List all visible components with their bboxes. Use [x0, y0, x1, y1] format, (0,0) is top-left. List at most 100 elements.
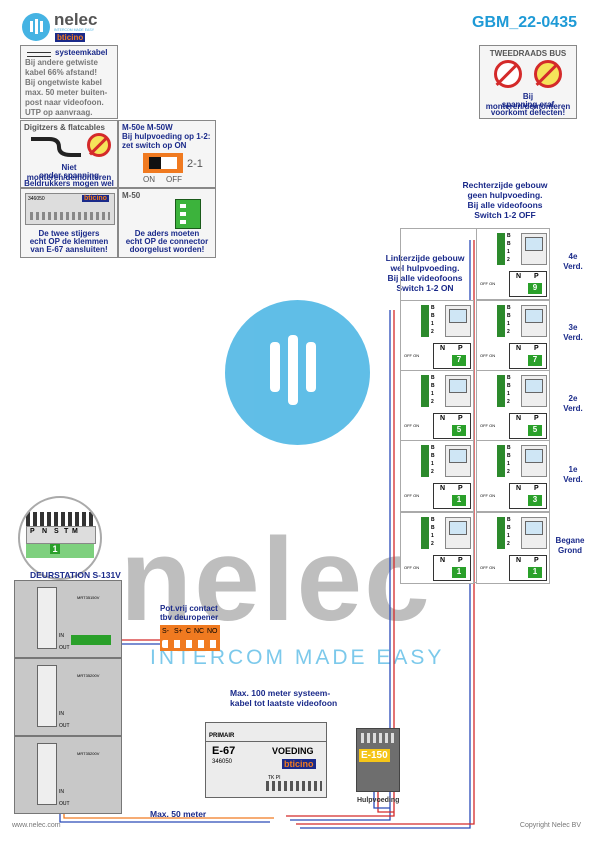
videophone-terminal [421, 445, 429, 477]
note-cable-line-3: Bij ongetwiste kabel [25, 78, 102, 87]
dip-switch-on: ON [143, 175, 155, 184]
videophone-terminal-label: 1 [431, 321, 434, 327]
power-supply-e67: PRIMAIR E-67 VOEDING 346050 bticino TK P… [205, 722, 327, 798]
note-digitizers-caption-3: Beldrukkers mogen wel [24, 179, 114, 188]
videophone-terminal-label: B [507, 517, 511, 523]
videophone-p-label: P [458, 557, 463, 564]
logo: nelec INTERCOM MADE EASY bticino [22, 10, 142, 44]
videophone-number: 9 [528, 283, 542, 294]
note-bus-caption-2: spanning eraf [501, 100, 555, 109]
videophone-p-label: P [534, 557, 539, 564]
no-plug-icon [494, 60, 522, 88]
cable-icon [27, 52, 51, 57]
note-cable-line-5: post naar videofoon. [25, 98, 104, 107]
videophone-monitor [445, 445, 471, 477]
left-building-line-3: Bij alle videofoons [387, 273, 463, 283]
videophone-terminal-label: B [507, 445, 511, 451]
videophone-terminal-label: 2 [507, 329, 510, 335]
flatcable-icon [29, 135, 84, 159]
videophone-number: 3 [528, 495, 542, 506]
dip-switch-label: 2-1 [187, 158, 203, 170]
videophone-terminal-label: 1 [507, 533, 510, 539]
contact-line-1: Pot.vrij contact [160, 604, 218, 613]
videophone-offon-switch: OFF ON [480, 565, 496, 570]
videophone-p-label: P [458, 345, 463, 352]
note-bus-caption-3: voorkomt defecten! [490, 108, 566, 117]
videophone-number: 7 [452, 355, 466, 366]
videophone-terminal-label: B [507, 233, 511, 239]
videophone-terminal [497, 375, 505, 407]
videophone-terminal-label: B [507, 525, 511, 531]
page-code: GBM_22-0435 [472, 14, 577, 31]
videophone-terminal-label: B [507, 241, 511, 247]
door-station: MRT35150V IN OUT MRT35200V IN OUT MRT352… [14, 580, 122, 815]
videophone-monitor [445, 375, 471, 407]
no-power-icon [534, 60, 562, 88]
videophone-offon-switch: OFF ON [404, 423, 420, 428]
videophone-offon-switch: OFF ON [480, 493, 496, 498]
dip-switch-off: OFF [166, 175, 182, 184]
keypad-detail: P N S T M 1 [18, 496, 102, 580]
videophone-terminal-label: B [431, 525, 435, 531]
note-cable-title: systeemkabel [55, 48, 108, 57]
videophone-p-label: P [458, 485, 463, 492]
videophone-terminal-label: B [507, 313, 511, 319]
videophone-terminal-label: 1 [507, 461, 510, 467]
floor-label-1-line-1: 1e [568, 465, 578, 474]
videophone-terminal-label: 1 [431, 391, 434, 397]
max100-line-2: kabel tot laatste videofoon [230, 698, 338, 708]
right-building-line-1: Rechterzijde gebouw [462, 180, 548, 190]
videophone-screen [449, 309, 467, 323]
videophone-p-label: P [458, 415, 463, 422]
videophone-terminal-label: B [507, 305, 511, 311]
videophone-n-label: N [440, 557, 446, 564]
videophone-monitor [521, 445, 547, 477]
floor-label-2-line-2: Verd. [563, 404, 583, 413]
videophone-monitor [521, 517, 547, 549]
videophone-n-label: N [440, 345, 446, 352]
videophone-n-label: N [516, 415, 522, 422]
videophone-terminal-label: B [507, 453, 511, 459]
max50: Max. 50 meter [150, 809, 207, 819]
videophone-screen [449, 379, 467, 393]
videophone-terminal [497, 305, 505, 337]
videophone-terminal-label: B [431, 383, 435, 389]
footer-url: www.nelec.com [12, 822, 61, 829]
keypad-num: 1 [50, 544, 60, 554]
floor-label-3-line-1: 3e [568, 323, 578, 332]
videophone-number: 1 [452, 567, 466, 578]
note-module-caption-1: De twee stijgers [38, 229, 100, 238]
note-m50-caption-2: echt OP de connector [125, 237, 209, 246]
videophone-number: 1 [528, 567, 542, 578]
videophone-terminal-label: B [431, 313, 435, 319]
note-m50-caption-1: De aders moeten [134, 229, 200, 238]
footer-copyright: Copyright Nelec BV [519, 822, 581, 829]
floor-label-3-line-2: Verd. [563, 333, 583, 342]
door-station-label: DEURSTATION S-131V [30, 570, 121, 580]
videophone-monitor [445, 305, 471, 337]
videophone-offon-switch: OFF ON [480, 423, 496, 428]
aux-supply-e150: E-150 [356, 728, 400, 792]
videophone-n-label: N [516, 273, 522, 280]
note-module-caption-3: van E-67 aansluiten! [30, 245, 108, 254]
dip-switch [143, 153, 183, 173]
videophone-offon-switch: OFF ON [480, 353, 496, 358]
note-m50e-title-2: Bij hulpvoeding op 1-2: [122, 132, 211, 141]
floor-label-0-line-2: Grond [558, 546, 582, 555]
videophone-terminal [497, 233, 505, 265]
right-building-line-4: Switch 1-2 OFF [474, 210, 536, 220]
logo-icon [22, 13, 50, 41]
videophone-offon-switch: OFF ON [404, 565, 420, 570]
connector-icon [175, 199, 201, 229]
videophone-screen [525, 237, 543, 251]
videophone-terminal-label: 2 [507, 541, 510, 547]
videophone-terminal-label: 2 [431, 541, 434, 547]
videophone-screen [525, 449, 543, 463]
